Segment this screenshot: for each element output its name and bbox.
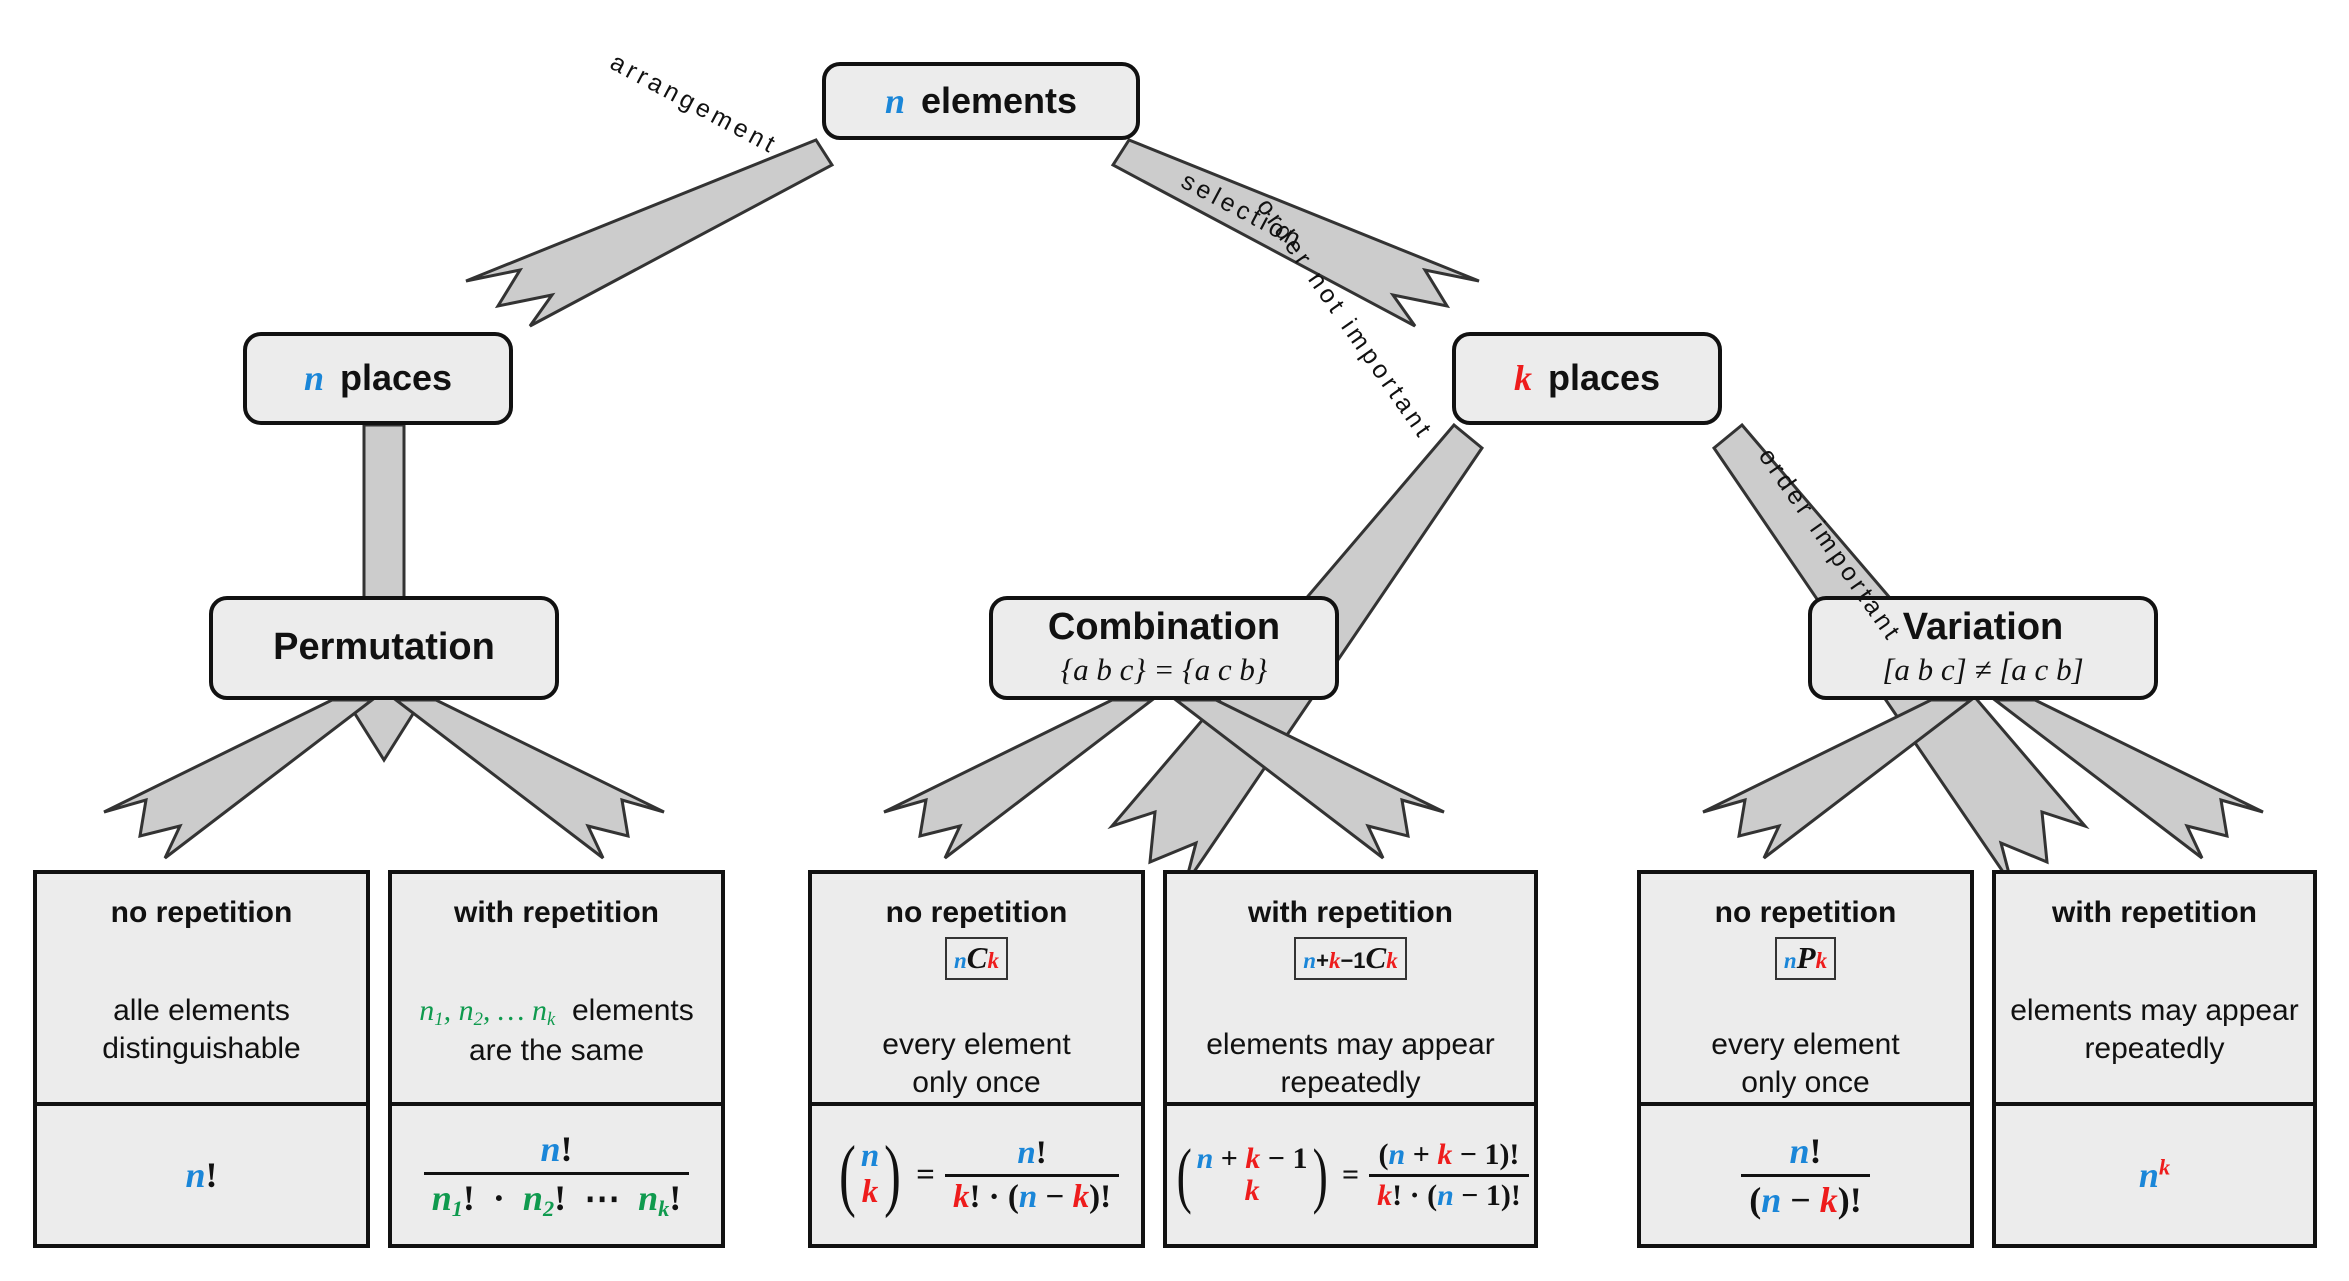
leaf-top: with repetition elements may appear repe…	[1996, 874, 2313, 1106]
node-combination-subtitle: {a b c} = {a c b}	[1060, 652, 1268, 688]
leaf-desc-line1: n1, n2, … nk elements	[419, 994, 694, 1031]
arrow-comb-2	[1171, 698, 1445, 860]
formula-n-factorial: n!	[185, 1155, 218, 1195]
leaf-top: no repetition alle elements distinguisha…	[37, 874, 366, 1106]
formula-binomial-nk1: ( n + k − 1 k ) = (n + k − 1)! k! · (n −…	[1172, 1137, 1529, 1213]
leaf-top: no repetition nPk every element only onc…	[1641, 874, 1970, 1106]
arrow-perm-1	[103, 698, 377, 860]
node-permutation[interactable]: Permutation	[209, 596, 559, 700]
leaf-head: with repetition	[454, 896, 659, 929]
leaf-head: no repetition	[1714, 896, 1897, 929]
node-n-places[interactable]: n places	[243, 332, 513, 425]
arrow-places-to-permutation	[337, 423, 431, 763]
leaf-top: with repetition n+k−1Ck elements may app…	[1167, 874, 1534, 1106]
arrow-comb-1	[883, 698, 1157, 860]
leaf-formula: n! n1! · n2! ⋯ nk!	[392, 1106, 721, 1244]
leaf-formula: ( n + k − 1 k ) = (n + k − 1)! k! · (n −…	[1167, 1106, 1534, 1244]
leaf-head: with repetition	[1248, 896, 1453, 929]
leaf-formula: n! (n − k)!	[1641, 1106, 1970, 1244]
node-k-places-label: k places	[1513, 357, 1661, 399]
leaf-desc: alle elements distinguishable	[102, 994, 301, 1066]
leaf-desc: n1, n2, … nk elements are the same	[392, 992, 721, 1070]
leaf-desc: elements may appear repeatedly	[2010, 994, 2299, 1066]
leaf-box-var-no-rep[interactable]: no repetition nPk every element only onc…	[1637, 870, 1974, 1248]
leaf-head: with repetition	[2052, 896, 2257, 929]
notation-npk1Ck: n+k−1Ck	[1294, 937, 1407, 980]
node-n-places-label: n places	[303, 357, 453, 399]
leaf-head: no repetition	[885, 896, 1068, 929]
node-variation-title: Variation	[1902, 606, 2064, 649]
leaf-top: no repetition nCk every element only onc…	[812, 874, 1141, 1106]
notation-nCk: nCk	[945, 937, 1008, 980]
leaf-top: with repetition n1, n2, … nk elements ar…	[392, 874, 721, 1106]
leaf-desc: elements may appear repeatedly	[1206, 1028, 1495, 1100]
arrow-var-2	[1990, 698, 2264, 860]
arrow-perm-2	[391, 698, 665, 860]
var-n: n	[884, 80, 905, 121]
leaf-box-comb-with-rep[interactable]: with repetition n+k−1Ck elements may app…	[1163, 870, 1538, 1248]
leaf-formula: n!	[37, 1106, 366, 1244]
leaf-desc: every element only once	[1711, 1028, 1900, 1100]
node-n-elements[interactable]: n elements	[822, 62, 1140, 140]
node-n-elements-label: n elements	[884, 79, 1078, 121]
node-combination-title: Combination	[1047, 606, 1281, 649]
node-combination[interactable]: Combination {a b c} = {a c b}	[989, 596, 1339, 700]
leaf-formula: nk	[1996, 1106, 2313, 1244]
formula-permutation-nk: n! (n − k)!	[1741, 1130, 1870, 1221]
leaf-box-comb-no-rep[interactable]: no repetition nCk every element only onc…	[808, 870, 1145, 1248]
node-variation-subtitle: [a b c] ≠ [a c b]	[1882, 652, 2084, 688]
leaf-box-var-with-rep[interactable]: with repetition elements may appear repe…	[1992, 870, 2317, 1248]
leaf-box-perm-no-rep[interactable]: no repetition alle elements distinguisha…	[33, 870, 370, 1248]
formula-multiset-permutation: n! n1! · n2! ⋯ nk!	[423, 1128, 690, 1222]
node-permutation-title: Permutation	[273, 626, 495, 669]
var-k: k	[1513, 358, 1532, 399]
leaf-box-perm-with-rep[interactable]: with repetition n1, n2, … nk elements ar…	[388, 870, 725, 1248]
node-k-places[interactable]: k places	[1452, 332, 1722, 425]
edge-label-order-not-important: order not important	[1251, 193, 1439, 445]
arrow-arrangement	[465, 138, 835, 328]
var-n: n	[303, 358, 324, 399]
arrow-var-1	[1702, 698, 1976, 860]
leaf-head: no repetition	[110, 896, 293, 929]
formula-n-power-k: nk	[2138, 1154, 2171, 1195]
edge-label-arrangement: arrangement	[605, 47, 783, 160]
notation-nPk: nPk	[1774, 937, 1837, 980]
leaf-desc: every element only once	[882, 1028, 1071, 1100]
